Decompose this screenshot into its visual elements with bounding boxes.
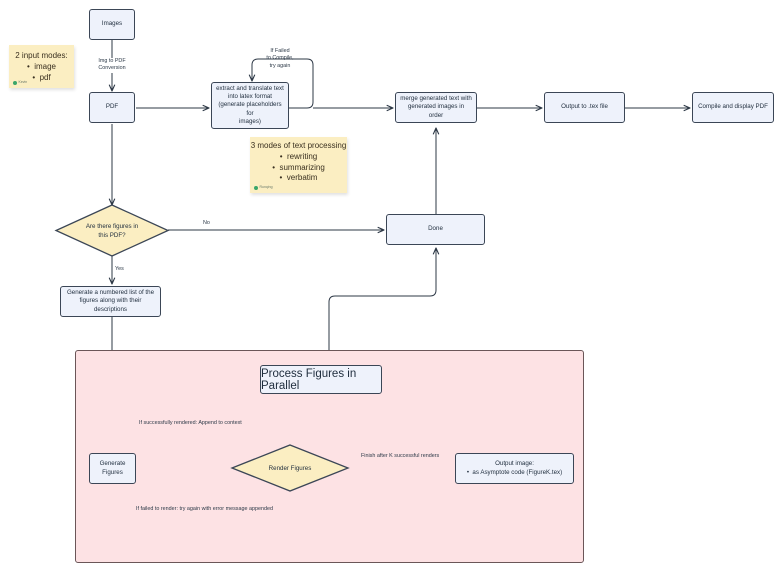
text-modes-title: 3 modes of text processing bbox=[250, 141, 347, 150]
decision-figures-line2: this PDF? bbox=[98, 232, 126, 239]
decision-figures[interactable]: Are there figures in this PDF? bbox=[53, 203, 171, 258]
author-dot-icon bbox=[13, 80, 17, 85]
decision-render-label: Render Figures bbox=[269, 465, 312, 472]
label-no: No bbox=[203, 220, 210, 226]
input-modes-title: 2 input modes: bbox=[15, 51, 68, 60]
output-image-title: Output image: bbox=[495, 460, 534, 468]
node-images[interactable]: Images bbox=[89, 9, 135, 40]
label-success-rendered: If successfully rendered: Append to cont… bbox=[139, 420, 242, 426]
sticky-input-modes[interactable]: 2 input modes: image pdf Kevin bbox=[9, 45, 74, 88]
text-mode-verbatim: verbatim bbox=[250, 173, 347, 183]
input-modes-list: image pdf bbox=[9, 62, 74, 83]
input-modes-author-name: Kevin bbox=[18, 80, 28, 85]
input-mode-image: image bbox=[9, 62, 74, 72]
label-if-failed-compile: If Failed to Compile, try again bbox=[266, 48, 294, 69]
node-extract-translate[interactable]: extract and translate text into latex fo… bbox=[211, 82, 289, 129]
text-modes-list: rewriting summarizing verbatim bbox=[250, 152, 347, 183]
author-dot-icon bbox=[254, 185, 258, 190]
decision-figures-line1: Are there figures in bbox=[86, 223, 139, 230]
decision-render[interactable]: Render Figures bbox=[229, 443, 351, 493]
output-image-item: • as Asymptote code (FigureK.tex) bbox=[466, 468, 563, 476]
output-image-item-text: as Asymptote code (FigureK.tex) bbox=[472, 468, 563, 476]
label-failed-render: If failed to render: try again with erro… bbox=[136, 506, 273, 512]
edge-extract-retry bbox=[252, 58, 314, 109]
sticky-text-modes[interactable]: 3 modes of text processing rewriting sum… bbox=[250, 137, 347, 193]
node-generate-list[interactable]: Generate a numbered list of the figures … bbox=[60, 286, 161, 317]
node-merge[interactable]: merge generated text with generated imag… bbox=[395, 92, 477, 123]
node-compile-display[interactable]: Compile and display PDF bbox=[692, 92, 774, 123]
text-modes-author: Runqing bbox=[254, 185, 273, 190]
edge-region-done bbox=[328, 248, 436, 350]
node-generate-figures[interactable]: Generate Figures bbox=[89, 453, 136, 484]
node-done[interactable]: Done bbox=[386, 214, 485, 245]
input-mode-pdf: pdf bbox=[9, 73, 74, 83]
node-pdf[interactable]: PDF bbox=[89, 92, 135, 123]
text-mode-rewriting: rewriting bbox=[250, 152, 347, 162]
region-title: Process Figures in Parallel bbox=[260, 365, 382, 394]
node-output-tex[interactable]: Output to .tex file bbox=[544, 92, 625, 123]
text-modes-author-name: Runqing bbox=[259, 185, 273, 190]
text-mode-summarizing: summarizing bbox=[250, 163, 347, 173]
node-output-image[interactable]: Output image: • as Asymptote code (Figur… bbox=[455, 453, 574, 484]
label-img-to-pdf: Img to PDF Conversion bbox=[90, 58, 134, 73]
label-yes: Yes bbox=[115, 266, 124, 272]
input-modes-author: Kevin bbox=[13, 80, 27, 85]
label-finish-after: Finish after K successful renders bbox=[361, 453, 440, 459]
